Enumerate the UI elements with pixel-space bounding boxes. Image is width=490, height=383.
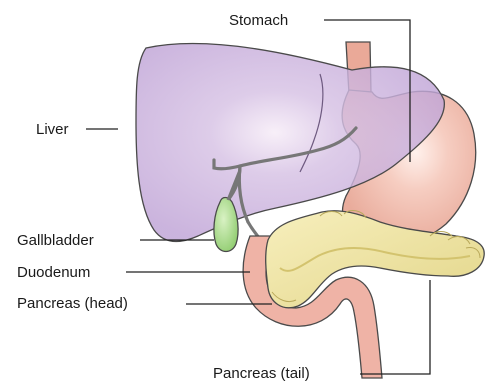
label-stomach: Stomach (229, 12, 288, 29)
label-liver: Liver (36, 121, 69, 138)
label-gallbladder: Gallbladder (17, 232, 94, 249)
label-pancreas-head: Pancreas (head) (17, 295, 128, 312)
label-duodenum: Duodenum (17, 264, 90, 281)
label-pancreas-tail: Pancreas (tail) (213, 365, 310, 382)
